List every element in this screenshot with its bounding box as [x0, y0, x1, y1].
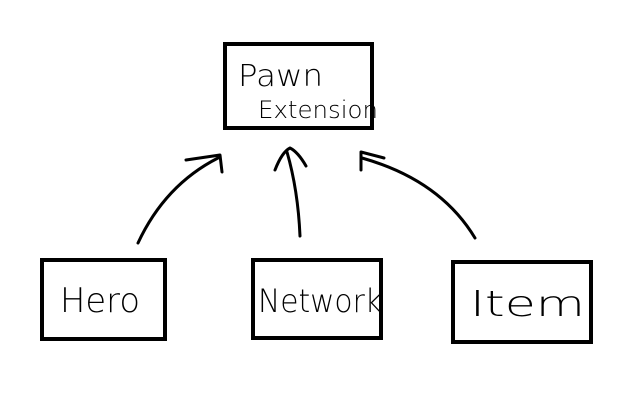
- arrow-hero-to-parent: [136, 153, 224, 245]
- arrow-line: [136, 156, 220, 245]
- arrowhead-icon: [184, 153, 224, 174]
- parent-label-line1: Pawn: [238, 59, 323, 94]
- child-node-network: Network: [251, 258, 383, 340]
- item-box: [451, 260, 593, 344]
- hero-box: [40, 258, 167, 341]
- hero-label: Hero: [60, 281, 140, 321]
- item-label: Item: [470, 284, 585, 325]
- arrow-network-to-parent: [273, 146, 308, 238]
- arrow-item-to-parent: [359, 150, 477, 240]
- parent-label-line2: Extension: [258, 96, 378, 124]
- arrow-line: [285, 150, 302, 238]
- parent-node-pawn-extension: Pawn Extension: [223, 42, 378, 130]
- parent-box: [223, 42, 374, 130]
- network-label: Network: [258, 282, 382, 320]
- network-box: [251, 258, 383, 340]
- arrowhead-icon: [359, 150, 386, 172]
- arrow-line: [360, 156, 477, 240]
- child-node-hero: Hero: [40, 258, 167, 341]
- child-node-item: Item: [451, 260, 593, 344]
- arrowhead-icon: [273, 146, 308, 172]
